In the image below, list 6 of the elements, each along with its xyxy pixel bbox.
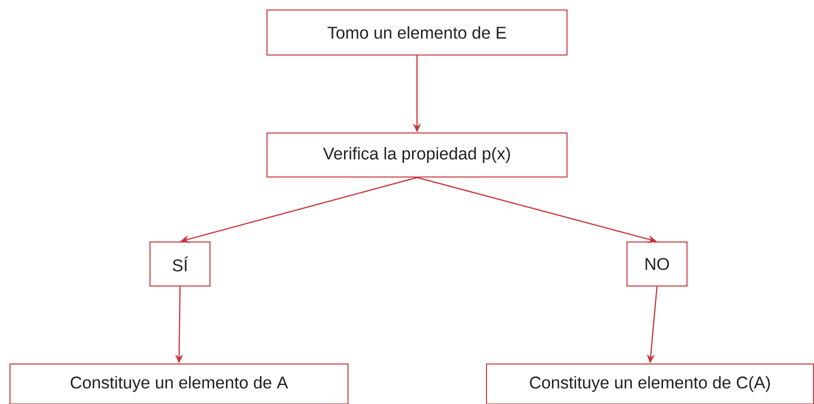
result-box: Constituye un elemento de A bbox=[10, 364, 348, 404]
process-box: Verifica la propiedad p(x) bbox=[266, 132, 568, 178]
result-box: Constituye un elemento de C(A) bbox=[486, 364, 814, 404]
answer-box: NO bbox=[626, 242, 688, 286]
process-box: Tomo un elemento de E bbox=[266, 10, 568, 56]
answer-box: SÍ bbox=[150, 242, 210, 286]
